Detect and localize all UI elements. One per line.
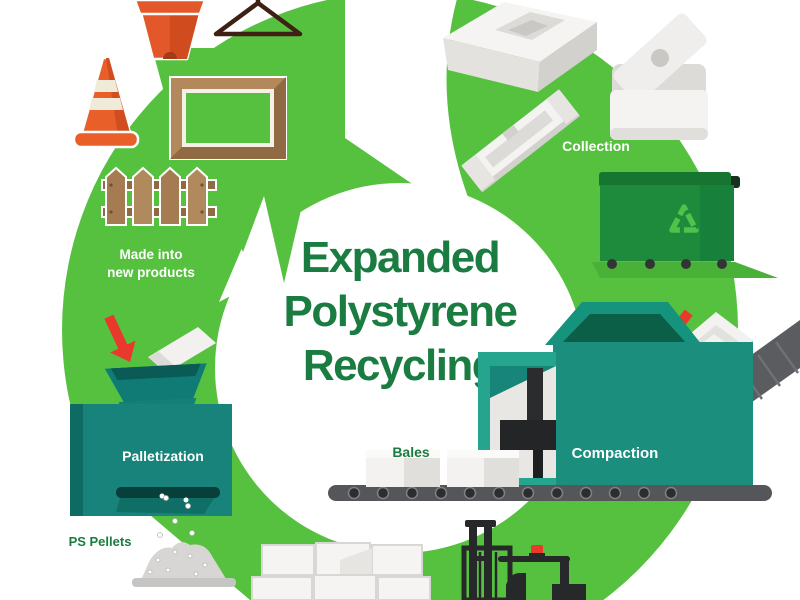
recycling-dumpster-icon xyxy=(592,172,778,278)
compactor-piston xyxy=(527,368,543,426)
transportation-stage: Transportation xyxy=(251,520,586,600)
traffic-cone-icon xyxy=(72,56,140,149)
pelletizer-machine-icon: Palletization xyxy=(70,363,232,516)
conveyor-rollers xyxy=(347,486,678,500)
foam-corner-piece-icon xyxy=(461,89,580,193)
forklift-seat xyxy=(506,573,526,600)
new-products-label-line1: Made into xyxy=(120,247,183,262)
dumpster-lid xyxy=(599,172,731,187)
new-products-label-line2: new products xyxy=(107,265,195,280)
compactor-body xyxy=(553,342,753,490)
cooler-lid xyxy=(613,13,707,103)
bales-on-conveyor-icon xyxy=(366,450,519,487)
red-arrow-icon xyxy=(104,314,136,362)
compaction-label: Compaction xyxy=(572,445,659,462)
dumpster-wheel xyxy=(717,259,727,269)
title-line-3: Recycling xyxy=(303,341,497,390)
title-line-2: Polystyrene xyxy=(284,287,517,336)
flower-pot-icon xyxy=(133,0,207,61)
collection-stage: Collection xyxy=(443,2,778,278)
title-line-1: Expanded xyxy=(301,233,499,282)
palletization-label: Palletization xyxy=(122,448,204,464)
pellet-pile-icon xyxy=(132,495,236,587)
pelletizer-outlet xyxy=(116,487,220,498)
cycle-gap xyxy=(345,0,472,208)
dumpster-wheel xyxy=(645,259,655,269)
dumpster-wheel xyxy=(681,259,691,269)
collection-label: Collection xyxy=(562,138,630,154)
dumpster-wheel xyxy=(607,259,617,269)
transportation-label: Transportation xyxy=(354,524,459,541)
recycle-triangle-icon xyxy=(669,204,699,233)
bales-label: Bales xyxy=(392,444,430,460)
dumpster-shadow xyxy=(592,262,778,278)
bale-stack-icon xyxy=(251,542,431,600)
compactor-press xyxy=(500,420,556,450)
forklift-beacon xyxy=(531,545,543,555)
center-title: Expanded Polystyrene Recycling xyxy=(284,233,518,390)
roller-conveyor-icon xyxy=(328,485,772,501)
palletization-stage: Palletization PS Pellets xyxy=(69,314,236,587)
new-products-stage: Made into new products xyxy=(72,0,303,280)
clothes-hanger-icon xyxy=(213,0,303,37)
forklift-icon xyxy=(461,520,586,600)
picture-frame-icon xyxy=(169,76,287,160)
foam-packaging-icon xyxy=(443,2,597,92)
foam-cooler-box-icon xyxy=(610,13,708,140)
wooden-fence-icon xyxy=(101,166,217,226)
ps-pellets-label: PS Pellets xyxy=(69,534,132,549)
compaction-stage: Compaction Bales xyxy=(328,302,800,501)
